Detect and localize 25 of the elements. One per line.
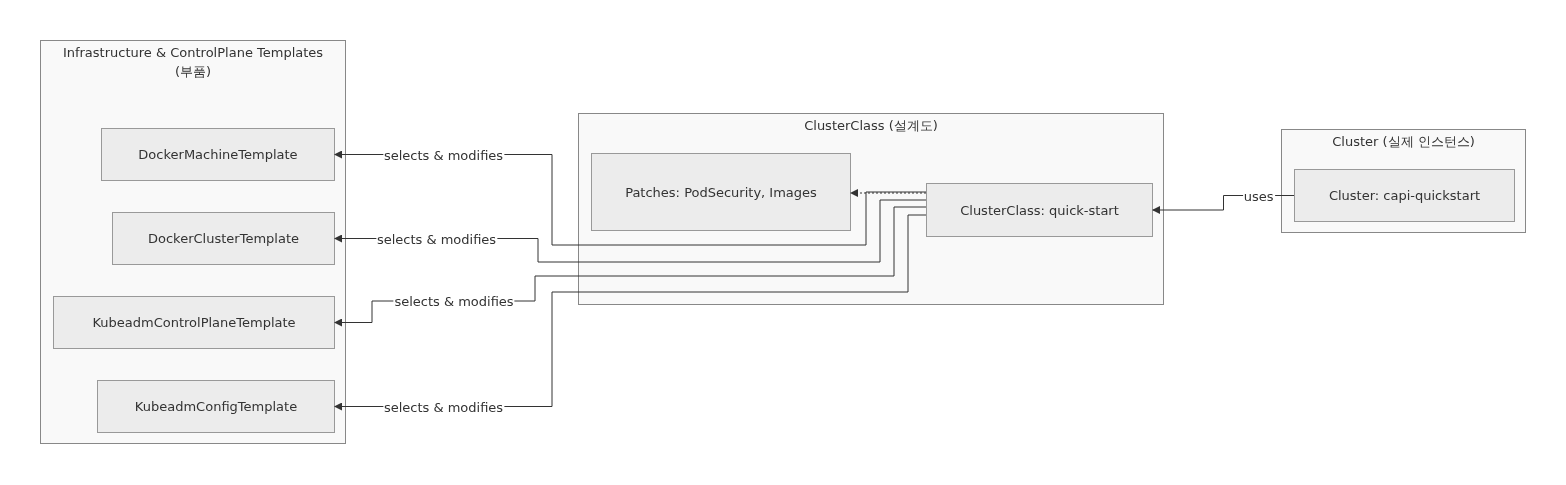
node-label: DockerClusterTemplate <box>148 231 299 246</box>
edge-label: selects & modifies <box>382 399 505 414</box>
node-label: KubeadmControlPlaneTemplate <box>92 315 296 330</box>
process-box <box>591 153 851 231</box>
process-box <box>53 296 335 349</box>
process-box <box>926 183 1153 237</box>
group-title: Infrastructure & ControlPlane Templates (부품) <box>61 44 325 81</box>
group-container <box>1281 129 1526 233</box>
node-label: DockerMachineTemplate <box>138 147 298 162</box>
group-container <box>40 40 346 444</box>
edge-label: selects & modifies <box>382 147 505 162</box>
edge-label: selects & modifies <box>393 293 515 309</box>
group-container <box>578 113 1164 305</box>
edge-label: selects & modifies <box>375 231 498 246</box>
process-box <box>112 212 335 265</box>
node-label: Patches: PodSecurity, Images <box>625 184 817 200</box>
group-title: ClusterClass (설계도) <box>803 117 939 135</box>
node-label: ClusterClass: quick-start <box>960 202 1119 218</box>
node-label: Cluster: capi-quickstart <box>1328 188 1481 203</box>
process-box <box>1294 169 1515 222</box>
process-box <box>97 380 335 433</box>
process-box <box>101 128 335 181</box>
group-title: Cluster (실제 인스턴스) <box>1331 133 1476 151</box>
arrow <box>850 189 927 197</box>
node-label: KubeadmConfigTemplate <box>134 399 298 414</box>
